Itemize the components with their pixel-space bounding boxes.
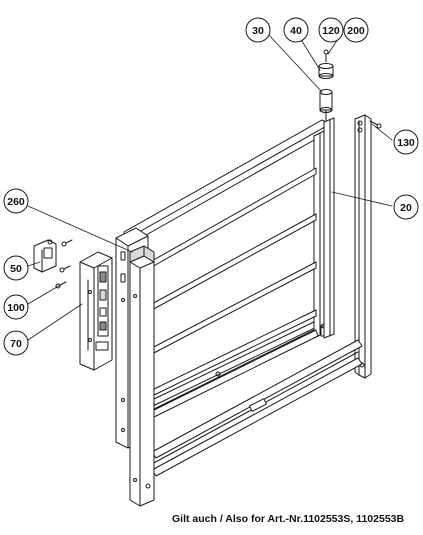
screws-130 [369, 120, 382, 129]
latch-housing [79, 251, 113, 371]
callout-130: 130 [393, 129, 419, 155]
callout-260: 260 [3, 188, 29, 214]
screws-100 [55, 239, 73, 289]
callout-200-label: 200 [347, 25, 365, 37]
callout-50-label: 50 [10, 263, 22, 275]
inner-gate-panel [123, 89, 335, 419]
callout-120-label: 120 [322, 25, 340, 37]
callout-40: 40 [283, 17, 309, 43]
callout-120: 120 [318, 17, 344, 43]
callout-100: 100 [3, 294, 29, 320]
callout-260-label: 260 [7, 196, 25, 208]
callout-100-label: 100 [7, 302, 25, 314]
callout-40-label: 40 [290, 25, 302, 37]
front-swing-post [129, 245, 155, 507]
callout-70: 70 [3, 330, 29, 356]
callout-30-label: 30 [252, 25, 264, 37]
article-number-note: Gilt auch / Also for Art.-Nr.1102553S, 1… [172, 513, 405, 525]
callout-200: 200 [343, 17, 369, 43]
callout-20: 20 [393, 194, 419, 220]
right-hinge-post [354, 114, 372, 379]
callout-30: 30 [245, 17, 271, 43]
callout-20-label: 20 [400, 202, 412, 214]
callout-50: 50 [3, 255, 29, 281]
callout-70-label: 70 [10, 338, 22, 350]
callout-130-label: 130 [397, 137, 415, 149]
leader-lines [27, 33, 393, 341]
latch-plate [33, 239, 57, 273]
top-hinge-hardware [318, 49, 334, 79]
